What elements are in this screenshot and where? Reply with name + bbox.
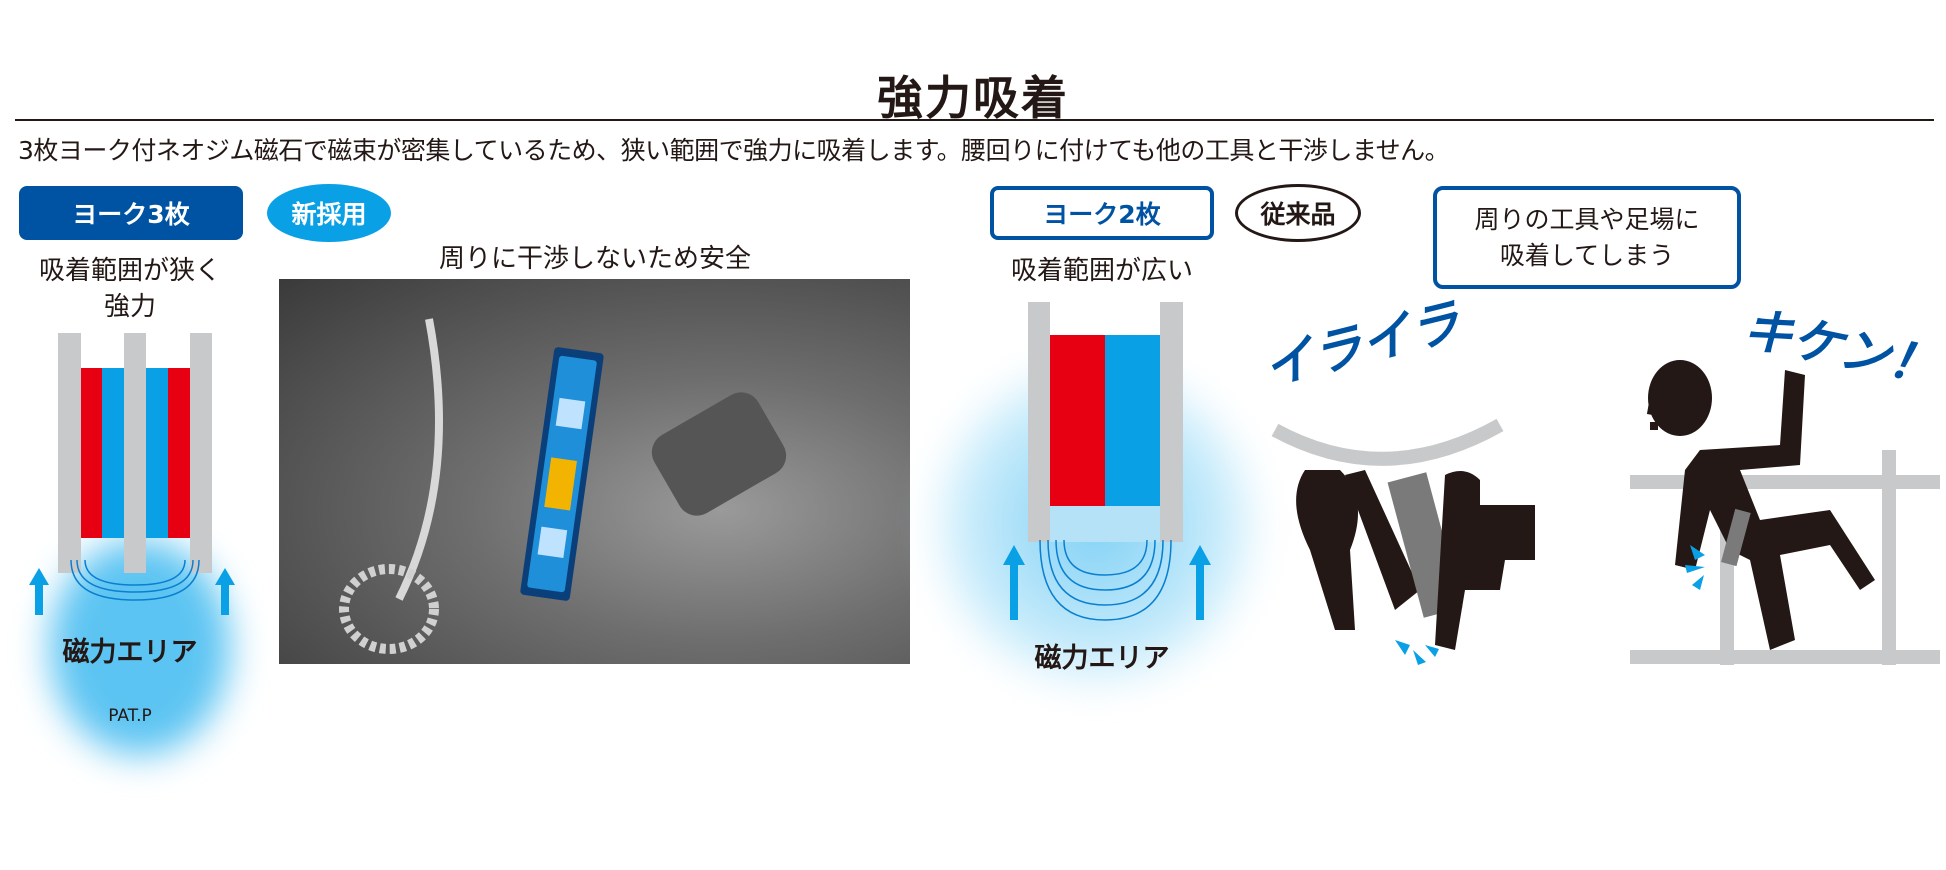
problem-callout: 周りの工具や足場に 吸着してしまう <box>1433 186 1741 289</box>
wrench-icon <box>1345 470 1420 610</box>
yoke-3-badge: ヨーク3枚 <box>19 186 243 240</box>
level-tool <box>520 347 604 601</box>
magnetic-area-label: 磁力エリア <box>1034 643 1170 674</box>
narrow-range-caption: 吸着範囲が狭く <box>38 256 221 286</box>
problem-line-2: 吸着してしまう <box>1499 240 1675 270</box>
yoke-plate <box>1028 302 1050 542</box>
magnet-s <box>1105 335 1160 506</box>
problem-line-1: 周りの工具や足場に <box>1474 204 1700 234</box>
new-adoption-tag: 新採用 <box>267 184 391 242</box>
conventional-product-tag: 従来品 <box>1235 184 1361 242</box>
photo-caption: 周りに干渉しないため安全 <box>438 244 751 274</box>
magnet-s <box>102 368 124 538</box>
scaffold-bar <box>1630 650 1940 664</box>
patent-pending: PAT.P <box>108 706 152 726</box>
magnet-n <box>1050 335 1105 506</box>
yoke-3-magnet-diagram <box>29 333 235 615</box>
magnet-n <box>168 368 190 538</box>
magnetic-area-glow <box>50 540 230 755</box>
arrow-up-icon <box>215 568 235 615</box>
impact-spark-icon <box>1685 545 1705 590</box>
magnetic-area-label: 磁力エリア <box>62 637 198 668</box>
yoke-plate <box>1160 302 1183 542</box>
tools-stuck-pictogram <box>1271 418 1535 665</box>
flux-lines <box>70 559 200 601</box>
arrow-up-icon <box>29 568 49 615</box>
fall-danger-pictogram <box>1630 360 1940 665</box>
impact-spark-icon <box>1395 640 1439 665</box>
yoke-plate <box>190 333 212 573</box>
drill-icon <box>1435 471 1535 650</box>
yoke-2-magnet-diagram <box>1003 302 1211 621</box>
magnet-gap <box>1050 506 1160 542</box>
tool-belt-rail <box>1271 418 1504 466</box>
lead-text: 3枚ヨーク付ネオジム磁石で磁束が密集しているため、狭い範囲で強力に吸着します。腰… <box>18 136 1450 165</box>
arrow-up-icon <box>1003 545 1025 620</box>
person-head <box>1648 360 1712 436</box>
wide-range-caption: 吸着範囲が広い <box>1010 256 1193 286</box>
level-icon <box>1721 508 1751 567</box>
annoyed-text: イライラ <box>1257 292 1466 397</box>
falling-person-icon <box>1675 370 1875 650</box>
yoke-plate <box>58 333 81 573</box>
yoke-2-badge: ヨーク2枚 <box>990 186 1214 240</box>
pliers-icon <box>1296 470 1358 630</box>
exclamation-icon <box>1646 379 1661 416</box>
magnet-s <box>146 368 168 538</box>
arrow-up-icon <box>1189 545 1211 620</box>
flux-lines <box>1039 539 1172 621</box>
strong-caption: 強力 <box>103 292 156 322</box>
magnet-n <box>81 368 102 538</box>
product-on-tool-belt-photo <box>279 279 910 664</box>
title-divider <box>15 119 1934 121</box>
yoke-plate <box>124 333 146 573</box>
scaffold-post <box>1882 450 1896 665</box>
page-title: 強力吸着 <box>877 71 1069 125</box>
